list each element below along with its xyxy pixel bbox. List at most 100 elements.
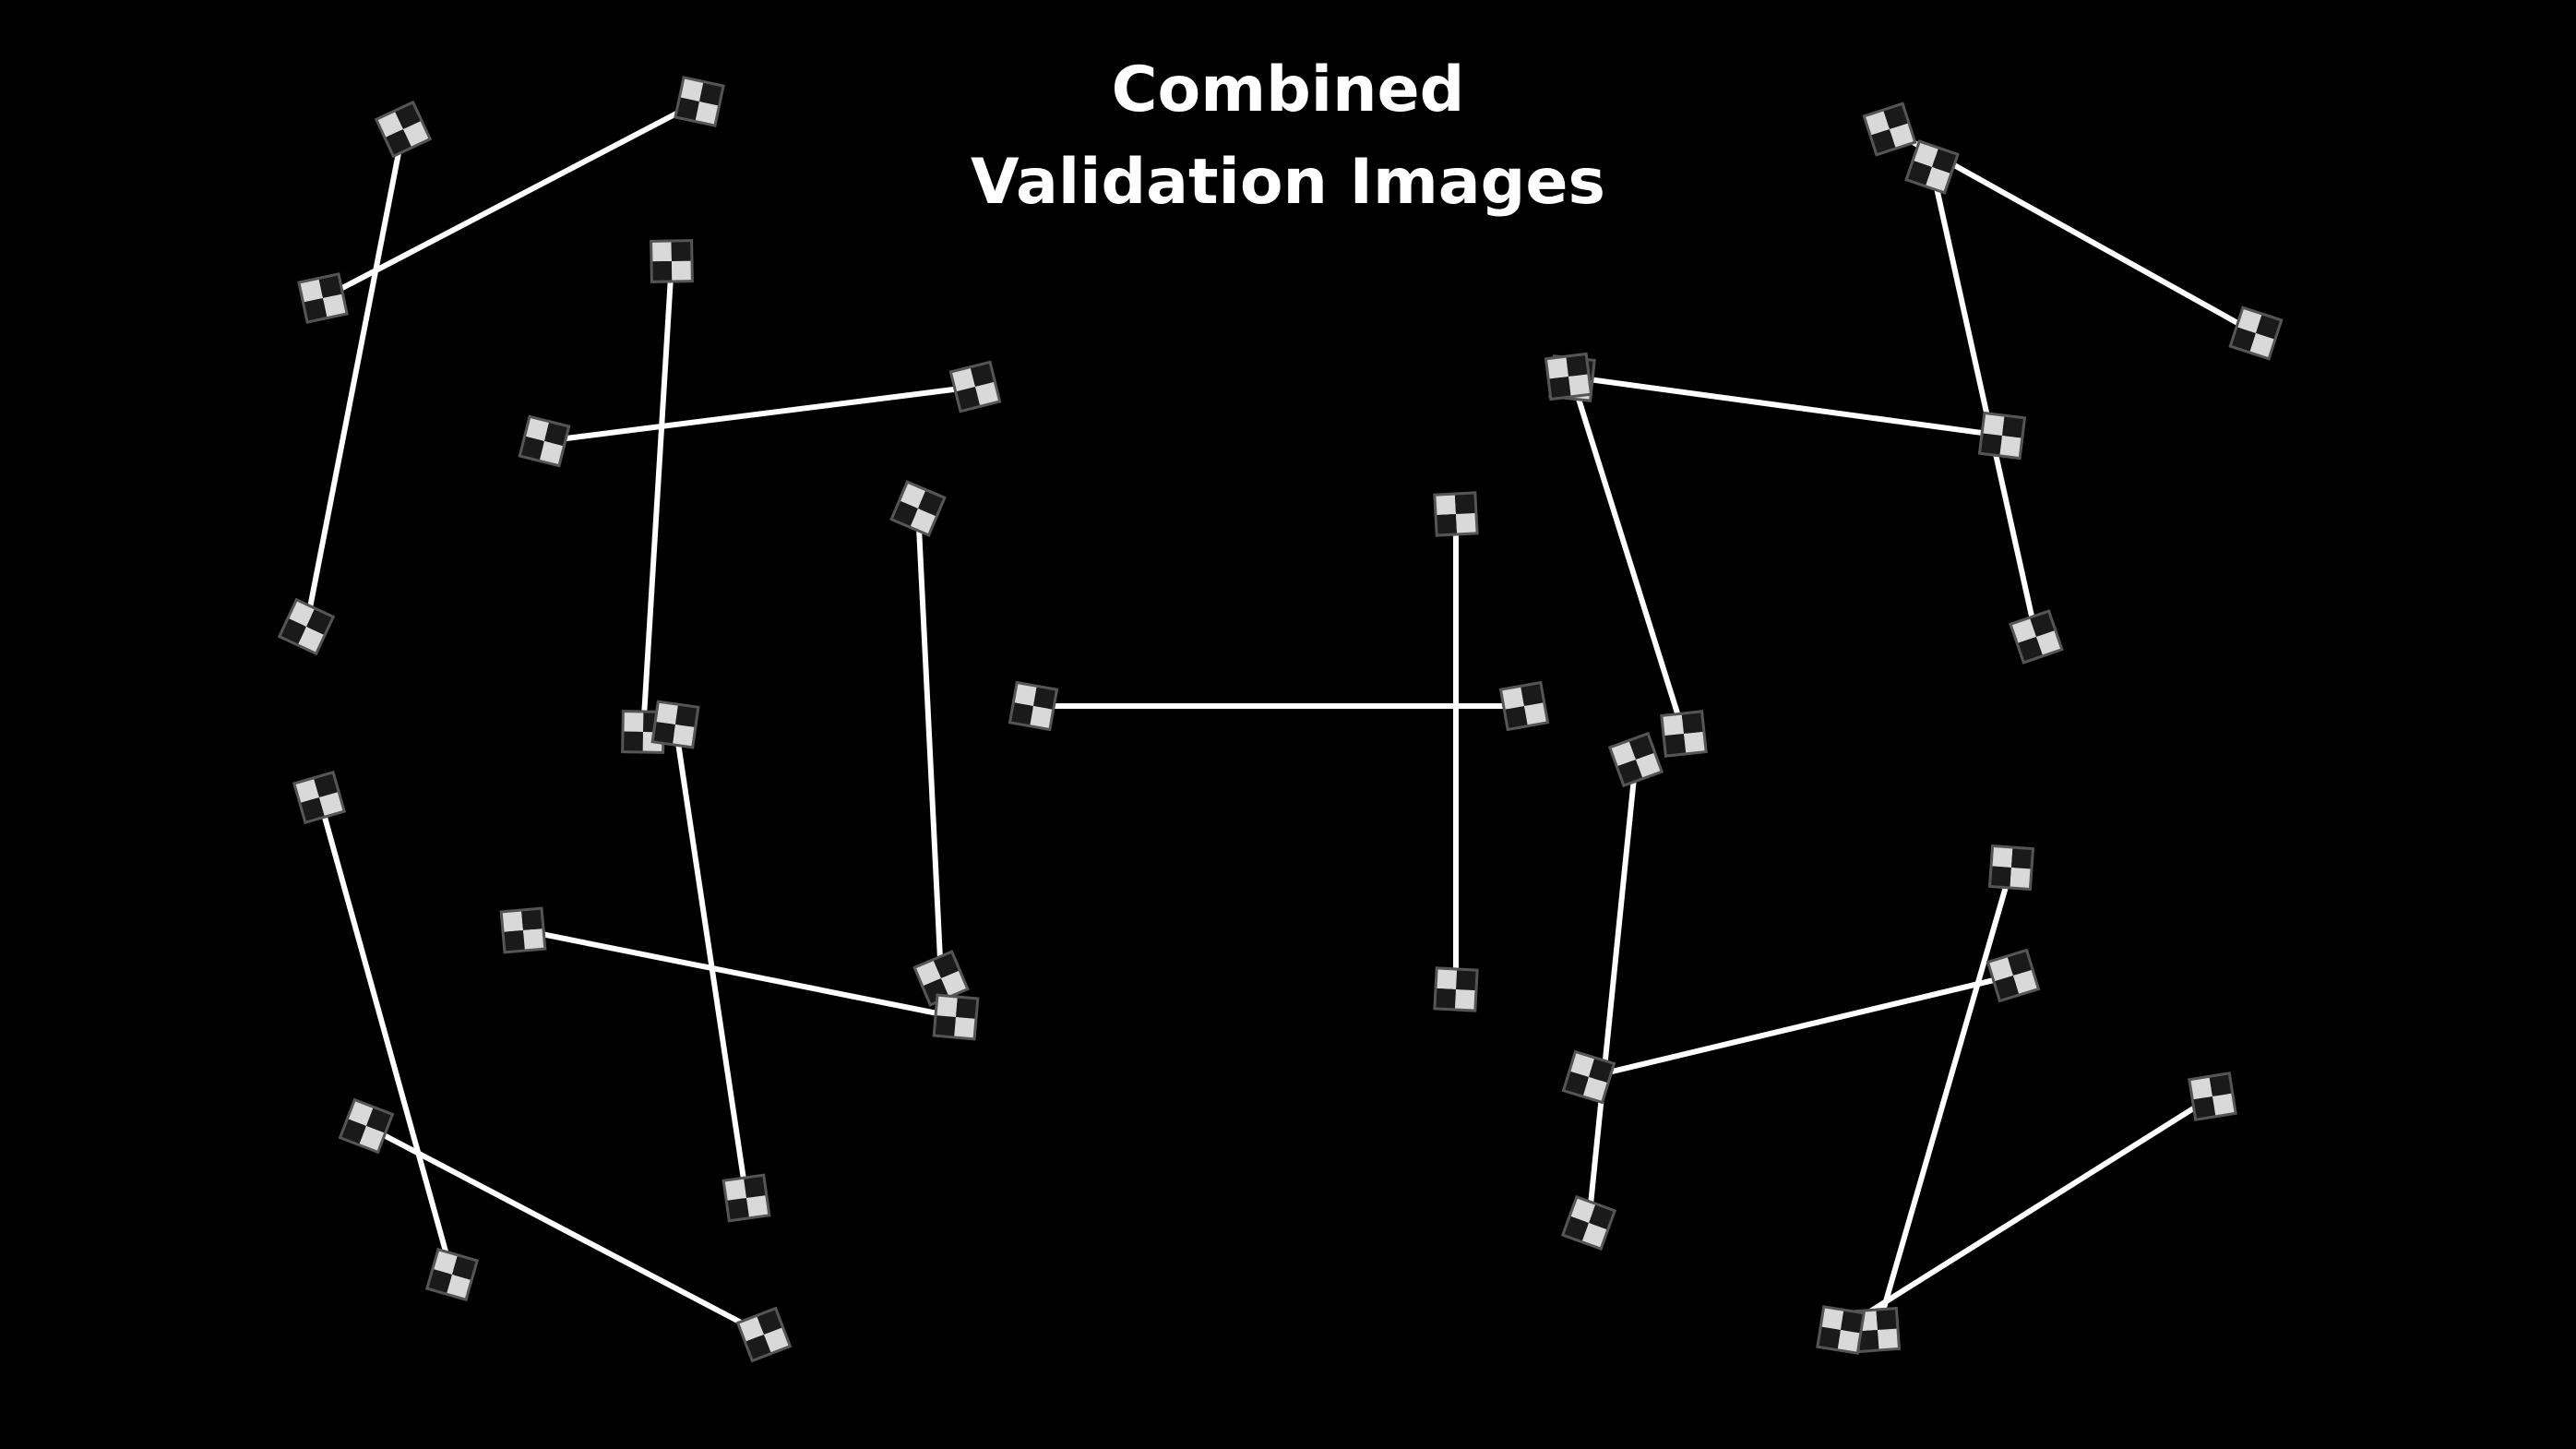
segment-line [1586, 757, 1639, 1226]
marker-outline [1498, 680, 1550, 732]
marker-cell [2188, 1076, 2212, 1100]
marker-cell [672, 260, 693, 281]
marker-cell [298, 278, 323, 303]
marker-cell [655, 701, 679, 724]
marker-cell [452, 1254, 478, 1281]
marker-cell [695, 102, 720, 126]
marker-cell [1009, 702, 1033, 726]
marker-cell [1991, 845, 2013, 868]
checkerboard-marker [297, 272, 349, 324]
marker-cell [650, 241, 672, 262]
marker-cell [523, 928, 545, 951]
marker-cell [933, 952, 960, 978]
marker-cell [1545, 356, 1568, 379]
marker-outline [338, 1097, 395, 1155]
checkerboard-marker [1544, 352, 1593, 401]
marker-cell [1979, 433, 2002, 456]
checkerboard-marker [1560, 1194, 1617, 1251]
marker-cell [1664, 734, 1687, 757]
marker-cell [1582, 1077, 1609, 1103]
marker-cell [2029, 611, 2056, 637]
marker-cell [1841, 1310, 1865, 1334]
marker-cell [1504, 706, 1528, 730]
marker-outline [1986, 948, 2041, 1003]
marker-cell [1932, 148, 1958, 174]
marker-outline [1862, 102, 1917, 157]
marker-outline [518, 414, 571, 468]
marker-cell [1436, 967, 1458, 989]
checkerboard-marker [1986, 948, 2041, 1003]
marker-outline [277, 597, 336, 656]
marker-cell [1589, 1204, 1616, 1230]
marker-cell [1684, 731, 1707, 754]
checkerboard-marker [735, 1306, 793, 1363]
checkerboard-marker [1433, 966, 1479, 1012]
marker-cell [1434, 494, 1456, 516]
marker-cell [539, 441, 565, 466]
marker-cell [2209, 1072, 2233, 1096]
marker-outline [1544, 352, 1593, 401]
segment-line [673, 722, 749, 1201]
checkerboard-marker [948, 360, 1002, 413]
marker-cell [2236, 307, 2262, 333]
marker-cell [1569, 1196, 1596, 1223]
checkerboard-marker [1433, 491, 1479, 537]
marker-cell [934, 1015, 956, 1037]
marker-cell [699, 81, 724, 106]
marker-cell [1566, 353, 1589, 377]
segment-line [1929, 164, 2039, 640]
marker-cell [679, 77, 704, 102]
marker-cell [1562, 1215, 1589, 1242]
marker-cell [941, 970, 968, 998]
checkerboard-marker [674, 76, 725, 127]
marker-outline [424, 1247, 480, 1302]
checkerboard-marker [2009, 609, 2064, 665]
marker-outline [2228, 305, 2284, 361]
checkerboard-marker [1498, 680, 1550, 732]
segment-line [1586, 973, 2016, 1080]
marker-cell [737, 1315, 764, 1342]
marker-cell [366, 1107, 393, 1133]
marker-cell [524, 416, 550, 441]
marker-cell [746, 1194, 769, 1218]
segment-lines [304, 99, 2259, 1337]
marker-cell [1030, 706, 1054, 730]
marker-cell [2017, 637, 2044, 663]
checkerboard-marker [338, 1097, 395, 1155]
marker-cell [651, 261, 673, 282]
marker-cell [622, 731, 643, 752]
marker-cell [1033, 686, 1057, 710]
marker-cell [764, 1327, 791, 1354]
marker-outline [1008, 680, 1059, 732]
marker-cell [1987, 955, 2013, 982]
segment-line [1566, 374, 2005, 438]
marker-cell [347, 1099, 374, 1126]
marker-cell [1013, 682, 1037, 706]
marker-cell [319, 791, 345, 818]
segment-line [1838, 1094, 2215, 1333]
marker-cell [2212, 1093, 2236, 1117]
segment-line [316, 795, 455, 1277]
checkerboard-marker [932, 993, 980, 1041]
marker-cell [1456, 512, 1478, 534]
marker-outline [2188, 1072, 2237, 1121]
marker-cell [1878, 1328, 1900, 1350]
checkerboard-marker [518, 414, 571, 468]
marker-cell [910, 509, 937, 535]
marker-cell [446, 1275, 472, 1300]
checkerboard-marker [292, 770, 347, 825]
marker-cell [1913, 141, 1939, 167]
marker-cell [323, 293, 348, 318]
checkerboard-marker [650, 700, 700, 749]
checkerboard-marker [424, 1247, 480, 1302]
marker-cell [1456, 969, 1478, 991]
checkerboard-marker [2228, 305, 2284, 361]
segment-line [520, 928, 959, 1020]
marker-cell [1890, 123, 1915, 149]
marker-outline [1560, 1194, 1617, 1251]
marker-cell [1989, 866, 2011, 888]
marker-outline [1977, 411, 2027, 461]
segment-line [1569, 376, 1687, 736]
marker-cell [970, 362, 996, 387]
